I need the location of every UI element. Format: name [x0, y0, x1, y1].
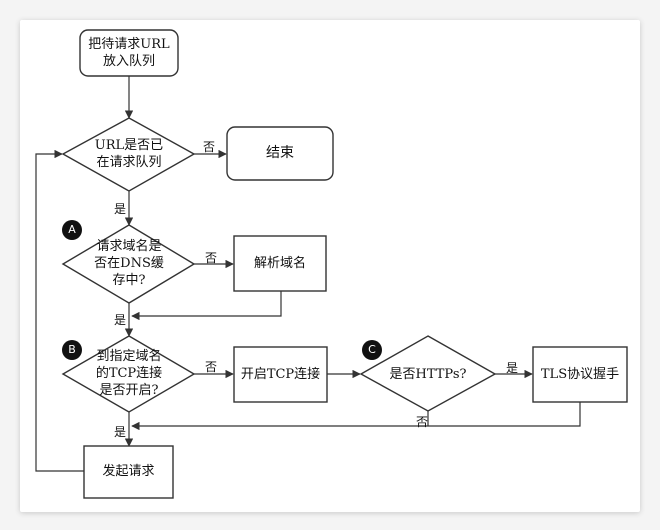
badge-c: C [362, 340, 382, 360]
node-url-in-queue [61, 117, 196, 192]
tls-label: TLS协议握手 [540, 367, 620, 382]
edge-label-yes-tcp: 是 [114, 425, 127, 439]
resolve-domain-label: 解析域名 [253, 256, 306, 271]
node-send-request [83, 445, 174, 499]
node-dns-cached [61, 224, 196, 304]
edge-send-loop-back [35, 149, 84, 472]
start-label: 把待请求URL 放入队列 [88, 37, 170, 69]
badge-b: B [62, 340, 82, 360]
send-request-label: 发起请求 [102, 464, 155, 479]
node-tcp-open [61, 335, 196, 413]
edge-label-no-https: 否 [416, 415, 429, 429]
edge-tls-to-merge [131, 402, 581, 431]
edge-resolve-to-merge [131, 291, 282, 321]
tcp-open-label: 到指定域名 的TCP连接 是否开启? [95, 349, 163, 398]
edge-label-no-tcp: 否 [205, 360, 218, 374]
node-is-https [359, 335, 497, 412]
badge-a: A [62, 220, 82, 240]
is-https-label: 是否HTTPs? [389, 367, 467, 382]
node-start [79, 29, 179, 77]
edge-label-yes-dns: 是 [114, 313, 127, 327]
node-resolve-domain [233, 235, 327, 292]
open-tcp-label: 开启TCP连接 [240, 367, 321, 382]
end-label: 结束 [266, 145, 294, 161]
edge-label-no-end: 否 [203, 140, 216, 154]
edge-label-no-resolve: 否 [205, 251, 218, 265]
node-open-tcp [233, 346, 328, 403]
dns-cached-label: 请求域名是 否在DNS缓 存中? [94, 239, 164, 288]
edge-label-yes-tls: 是 [506, 361, 519, 375]
url-in-queue-label: URL是否已 在请求队列 [94, 138, 164, 170]
node-end [226, 126, 334, 181]
edge-label-yes-url: 是 [114, 202, 127, 216]
node-tls [532, 346, 628, 403]
